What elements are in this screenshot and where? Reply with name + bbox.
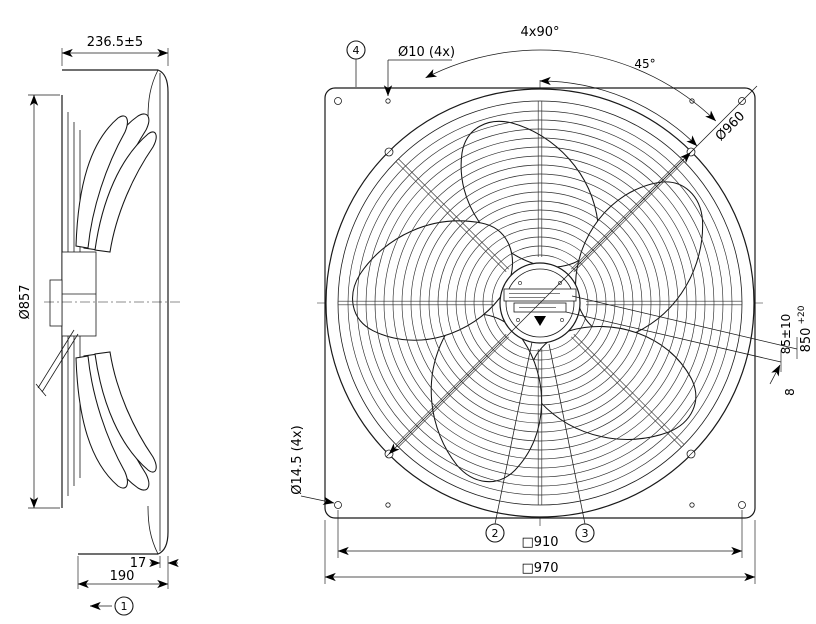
dim-impeller-diameter: Ø857 [18,94,60,509]
cable [35,329,79,397]
impeller-blades-side [75,113,157,491]
callout-1-circle [114,596,134,616]
nameplate [503,288,577,302]
callout-3: 3 [548,343,595,543]
dim-hole-small-label: Ø10 (4x) [398,45,455,60]
dim-hub-cluster: 850 +20 85±10 8 [565,295,814,396]
dim-square-outer: □970 [324,520,756,584]
dim-ring-depth-190: 190 [77,556,169,589]
dim-flange-17: 17 [130,556,179,571]
dim-square-outer-label: □970 [521,561,558,576]
dim-8-label: 8 [783,388,797,396]
front-view: 4 Ø10 (4x) 4x90° 45° Ø960 [290,25,814,584]
dim-flange-label: 17 [130,556,147,571]
callout-1-label: 1 [121,600,128,613]
dim-angle-pattern-label: 4x90° [520,25,559,40]
callout-2-circle [485,523,505,543]
dim-depth-236: 236.5±5 [61,35,169,66]
side-outline [62,69,169,555]
dim-hole-small: Ø10 (4x) [383,45,455,97]
callout-4: 4 [346,40,366,87]
guard-grille-rings [347,110,733,496]
callout-3-circle [575,523,595,543]
guard-grille-spokes [338,101,742,505]
dim-ring-depth-label: 190 [110,569,135,584]
callout-1: 1 [89,596,134,616]
callout-2: 2 [485,341,533,543]
dim-angle-45-label: 45° [634,57,655,71]
callout-4-label: 4 [353,44,360,57]
callout-2-label: 2 [492,527,499,540]
dim-hole-corner-label: Ø14.5 (4x) [290,425,305,494]
dim-850-label: 850 [799,328,814,353]
dim-angle-45: 45° [539,57,698,147]
dim-hole-corner: Ø14.5 (4x) [290,425,335,505]
mounting-holes [334,97,746,509]
dim-square-inner-label: □910 [521,535,558,550]
hub-arrow-icon [534,316,546,326]
dim-850-tolerance: +20 [797,305,807,324]
motor-hub-side [49,251,97,337]
dim-85-label: 85±10 [779,314,793,355]
dim-depth-label: 236.5±5 [87,35,143,50]
dim-impeller-diameter-label: Ø857 [18,284,33,319]
dim-square-inner: □910 [337,510,743,558]
callout-3-label: 3 [582,527,589,540]
side-view: 236.5±5 Ø857 17 190 1 [18,35,180,616]
